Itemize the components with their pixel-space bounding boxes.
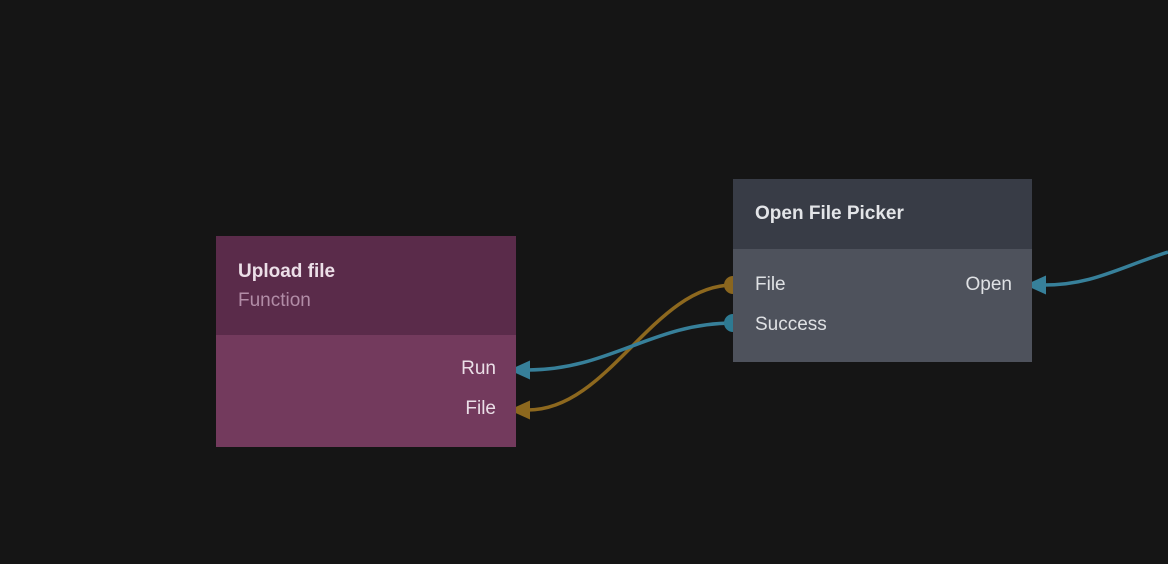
node-upload-file-header[interactable]: Upload file Function xyxy=(216,236,516,335)
node-upload-file[interactable]: Upload file Function Run File xyxy=(216,236,516,447)
port-label-file: File xyxy=(465,398,496,419)
node-upload-file-body: Run File xyxy=(216,335,516,447)
node-open-file-picker-body: File Open Success xyxy=(733,249,1032,362)
port-row-success: Success xyxy=(733,305,1032,345)
wire-success-to-run[interactable] xyxy=(527,321,734,372)
wire-offscreen-to-open[interactable] xyxy=(1043,250,1168,287)
node-title: Upload file xyxy=(238,261,336,282)
port-row-run[interactable]: Run xyxy=(216,349,516,389)
port-label-success: Success xyxy=(755,314,827,335)
node-title: Open File Picker xyxy=(755,203,904,224)
node-open-file-picker-header[interactable]: Open File Picker xyxy=(733,179,1032,249)
node-open-file-picker[interactable]: Open File Picker File Open Success xyxy=(733,179,1032,362)
node-subtitle: Function xyxy=(238,290,311,311)
port-row-file-open: File Open xyxy=(733,265,1032,305)
port-label-file-out: File xyxy=(755,274,786,295)
port-label-open: Open xyxy=(965,274,1012,295)
port-label-run: Run xyxy=(461,358,496,379)
port-row-file[interactable]: File xyxy=(216,389,516,429)
